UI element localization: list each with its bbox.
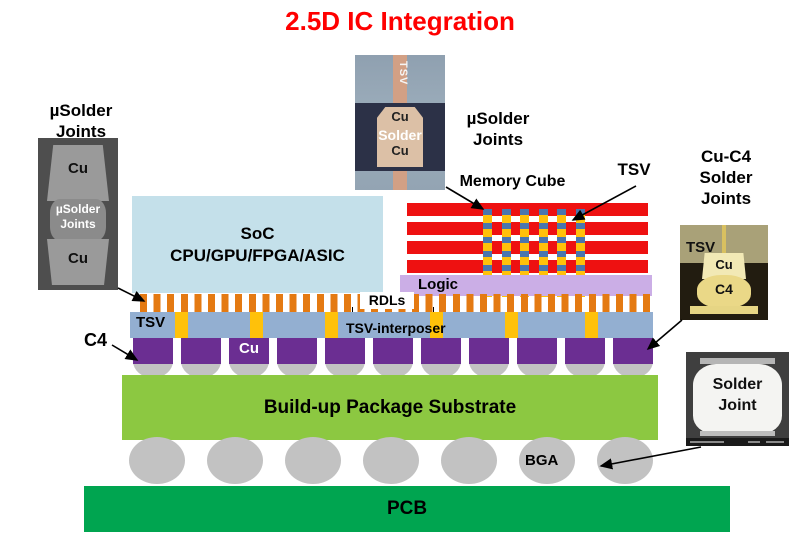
arrow-cuc4-inset-to-c4-bump	[646, 319, 683, 351]
tsv-wire	[722, 225, 726, 257]
memory-cube-label: Memory Cube	[459, 173, 566, 190]
c4-label: C4	[715, 281, 733, 297]
tsv-segmented	[483, 209, 492, 275]
interposer-tsv	[430, 312, 443, 338]
c4-label: C4	[84, 330, 108, 350]
bga-ball	[285, 437, 341, 484]
usolder-joints-micrograph-top: TSV Cu Solder Cu	[355, 55, 445, 190]
interposer-tsv	[325, 312, 338, 338]
cu-c4-solder-joint-micrograph: TSV Cu C4	[680, 225, 768, 320]
tsv-segmented	[538, 209, 548, 275]
c4-cu-bump	[613, 338, 653, 364]
soc-die: SoC CPU/GPU/FPGA/ASIC	[132, 196, 383, 293]
bga-ball	[207, 437, 263, 484]
tsv-label-top: TSV	[617, 160, 651, 179]
solder-label: Solder	[378, 127, 422, 143]
pcb-board: PCB	[84, 486, 730, 532]
cu-label: Cu	[68, 160, 88, 177]
c4-cu-bump	[229, 338, 269, 364]
interposer-tsv	[505, 312, 518, 338]
tsv-label: TSV	[686, 239, 716, 256]
usolder-joint-region	[50, 199, 106, 241]
cu-label: Cu	[391, 109, 409, 124]
logic-label: Logic	[418, 276, 458, 293]
tsv-segmented	[557, 209, 567, 275]
tsv-segmented	[576, 209, 585, 275]
soc-label-line2: CPU/GPU/FPGA/ASIC	[170, 245, 345, 265]
interposer-tsv	[175, 312, 188, 338]
sem-caption-bar	[686, 438, 789, 446]
c4-cu-bump	[277, 338, 317, 364]
solder-ball	[693, 364, 782, 434]
c4-cu-bump	[325, 338, 365, 364]
interposer-tsv	[585, 312, 598, 338]
c4-cu-bump	[517, 338, 557, 364]
soc-label-line1: SoC	[240, 223, 275, 243]
cu-pillar-top	[47, 145, 109, 201]
bga-ball	[441, 437, 497, 484]
c4-cu-bump	[469, 338, 509, 364]
tsv-segmented	[520, 209, 530, 275]
bga-ball	[519, 437, 575, 484]
cu-pillar-bottom	[47, 239, 109, 285]
pad-top	[700, 358, 775, 364]
buildup-package-substrate: Build-up Package Substrate	[122, 375, 658, 440]
c4-cu-bump	[565, 338, 605, 364]
c4-bulb	[697, 275, 751, 308]
bga-ball	[129, 437, 185, 484]
page-title: 2.5D IC Integration	[285, 6, 515, 36]
cu-block	[702, 253, 746, 279]
bga-ball	[363, 437, 419, 484]
tsv-interposer-label: TSV-interposer	[346, 320, 446, 336]
logic-die	[400, 275, 652, 296]
tsv-label: TSV	[397, 61, 409, 86]
pad-bottom	[700, 431, 775, 436]
bga-ball	[597, 437, 653, 484]
base-pad	[690, 306, 758, 314]
tsv-segmented	[501, 209, 511, 275]
bga-label: BGA	[525, 452, 559, 469]
pcb-label: PCB	[386, 498, 428, 519]
tsv-label-interposer: TSV	[136, 314, 166, 331]
tsv-interposer	[130, 312, 653, 338]
cu-bump-label: Cu	[239, 340, 259, 357]
c4-cu-bump	[373, 338, 413, 364]
rdls-label: RDLs	[360, 292, 414, 309]
interposer-tsv	[250, 312, 263, 338]
cu-label: Cu	[68, 250, 88, 267]
solder-joint-region	[377, 107, 423, 167]
cu-label: Cu	[391, 143, 409, 158]
cu-label: Cu	[715, 257, 733, 272]
substrate-label: Build-up Package Substrate	[263, 396, 517, 418]
c4-cu-bump	[421, 338, 461, 364]
c4-cu-bump	[133, 338, 173, 364]
c4-cu-bump	[181, 338, 221, 364]
